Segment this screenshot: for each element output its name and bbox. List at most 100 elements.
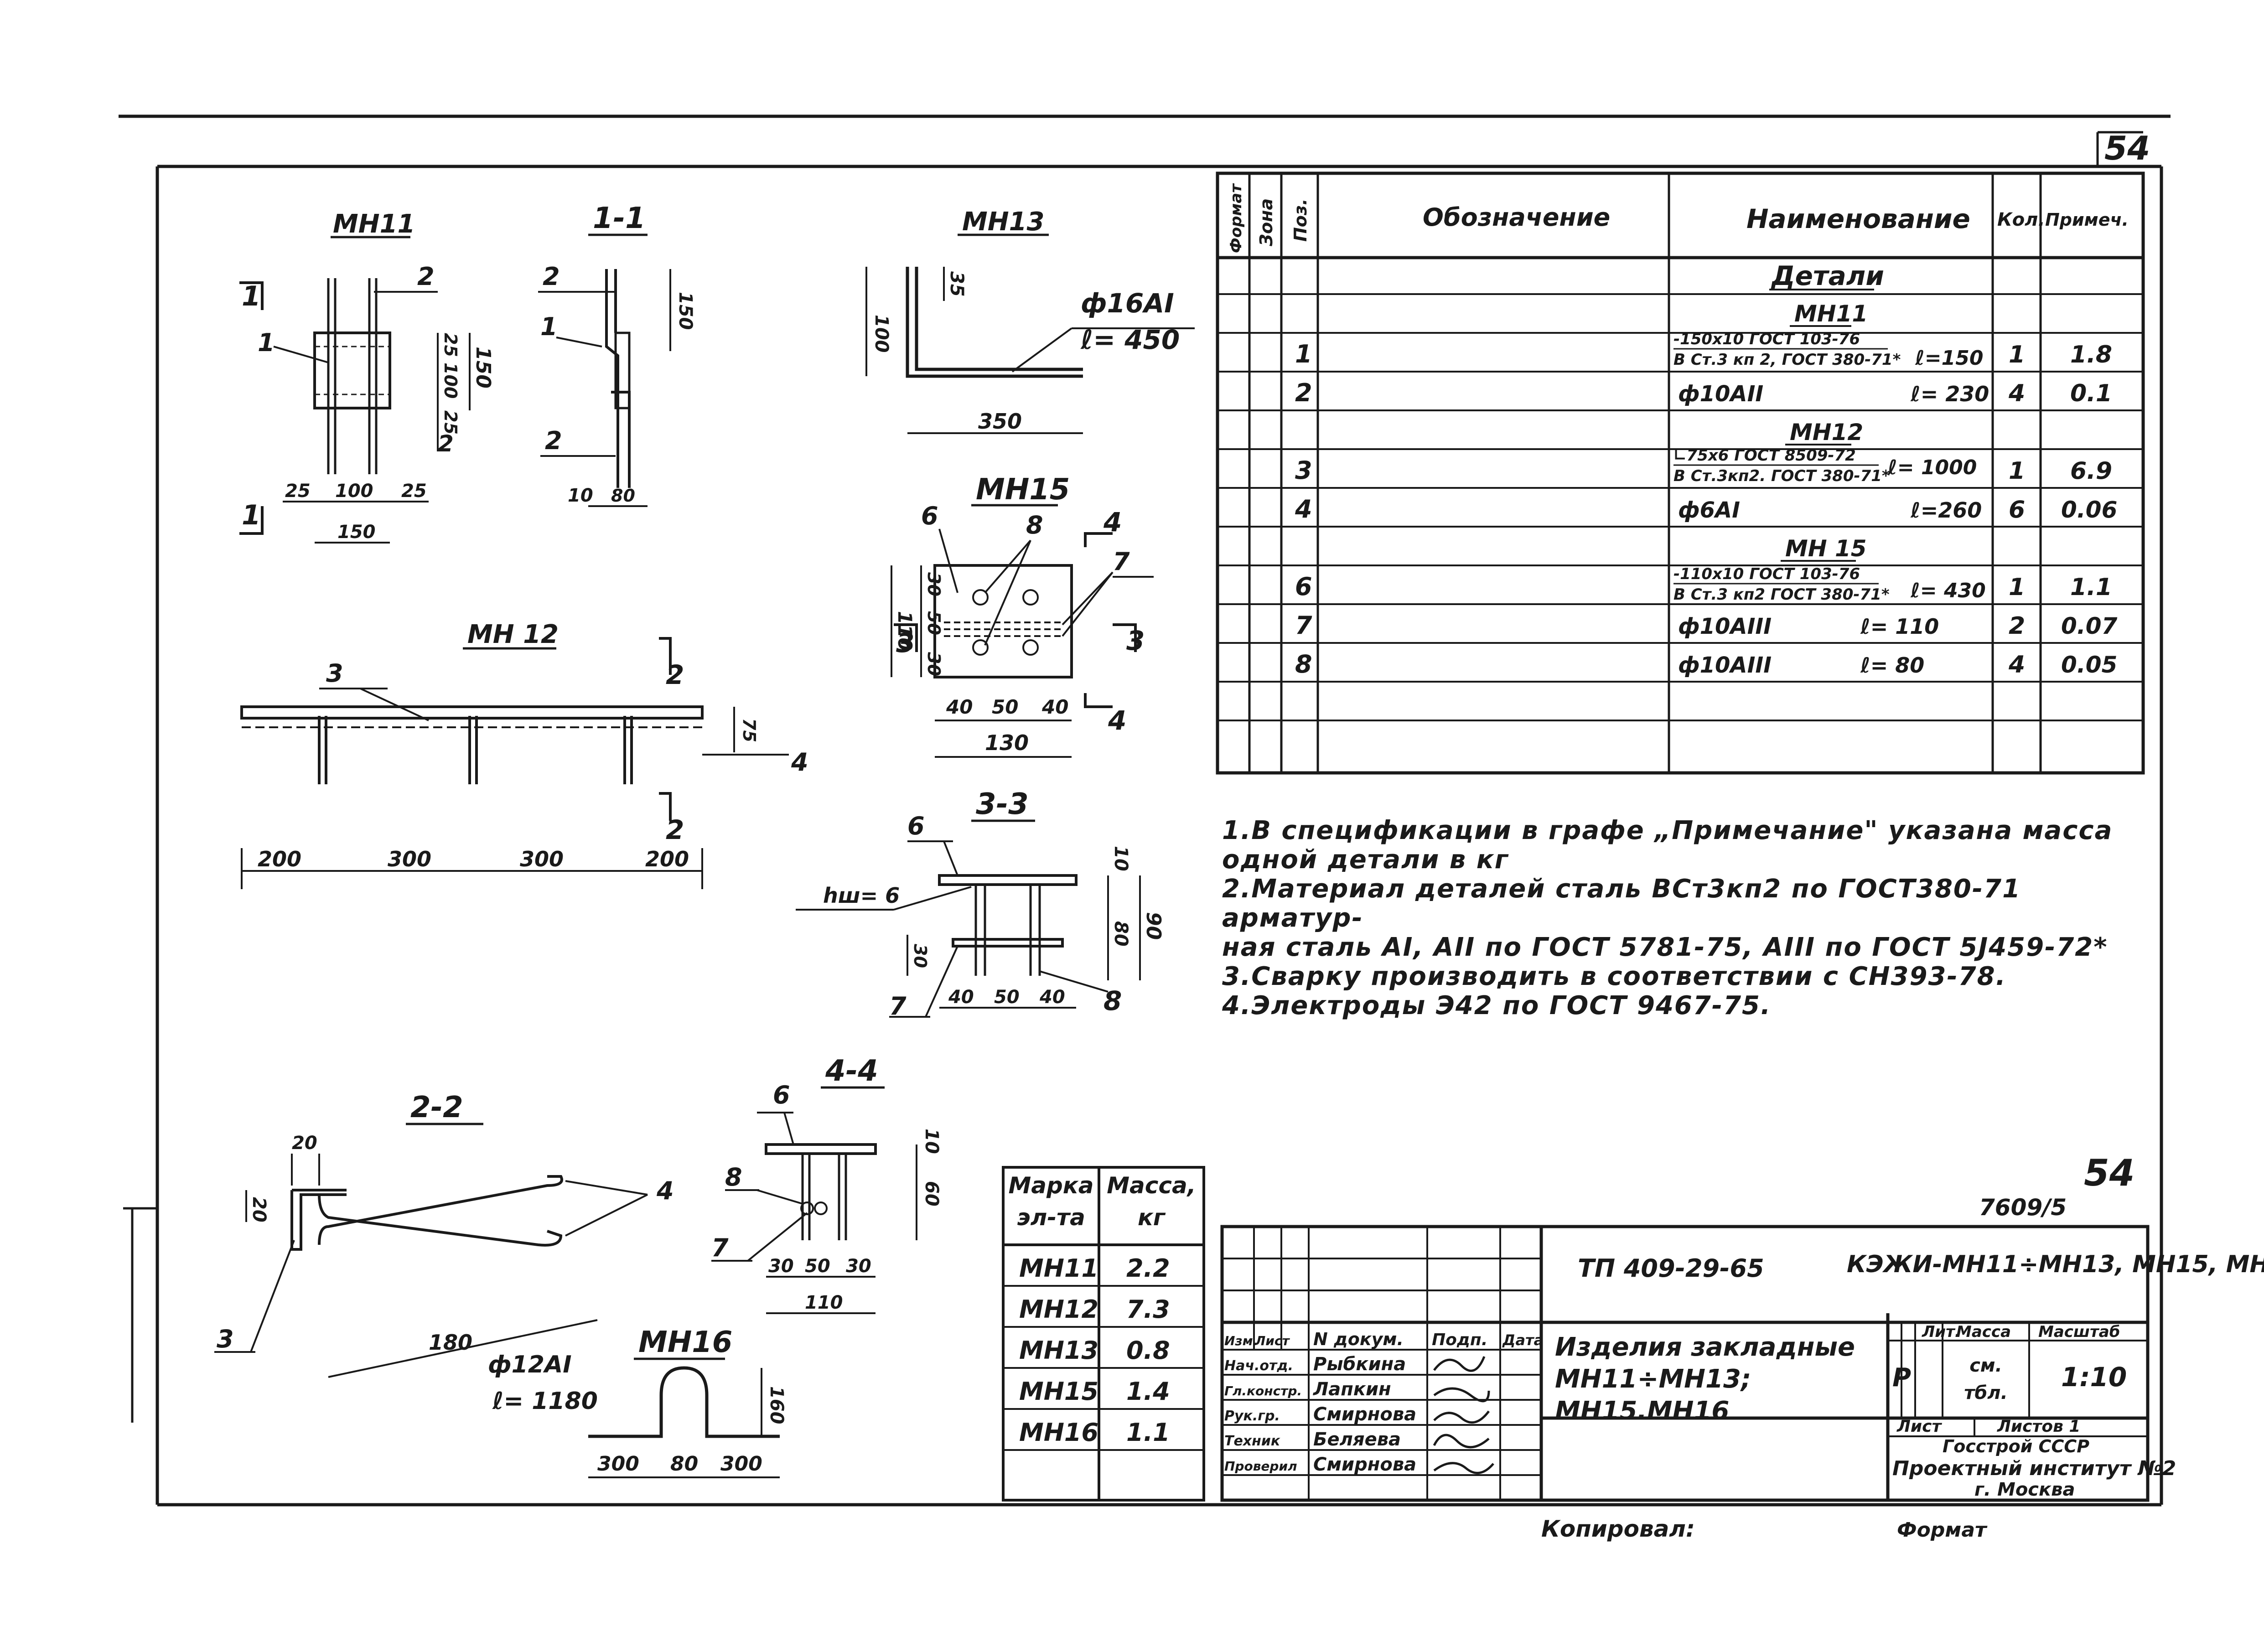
row-name-3-b: В Ст.3кп2. ГОСТ 380-71* (1673, 467, 1890, 485)
group-title-mn12: МН12 (1790, 419, 1863, 445)
view-title-1-1: 1-1 (593, 202, 646, 235)
dim-mn11-150: 150 (337, 522, 376, 543)
view-mn12: МН 12 2 2 3 4 75 200 300 300 200 (240, 620, 808, 889)
col-header-date: Дата (1502, 1331, 1544, 1349)
cut-label-4-bottom: 4 (1108, 705, 1126, 736)
row-note-8: 0.05 (2061, 652, 2117, 678)
org-line-2: Проектный институт №2 (1892, 1457, 2176, 1480)
dim-mn12-300-b: 300 (520, 847, 564, 871)
col-header-name: Наименование (1746, 203, 1970, 234)
person-4: Беляева (1313, 1429, 1401, 1450)
pos-label-8: 8 (1104, 985, 1122, 1016)
pos-label-6: 6 (907, 812, 925, 840)
pos-label-2-bottom: 2 (545, 426, 562, 455)
person-1: Рыбкина (1313, 1354, 1406, 1375)
dim-4-4-30-left: 30 (768, 1256, 794, 1277)
note-line-3: 2.Материал деталей сталь ВСт3кп2 по ГОСТ… (1222, 874, 2021, 933)
sheet-number: 54 (2104, 129, 2150, 167)
note-line-6: 4.Электроды Э42 по ГОСТ 9467-75. (1222, 991, 1772, 1020)
view-title-4-4: 4-4 (825, 1054, 878, 1088)
row-qty-8: 4 (2008, 651, 2025, 678)
mass-row-mark-1: МН11 (1019, 1254, 1098, 1283)
dim-mn12-75: 75 (739, 718, 759, 742)
stage-value: Р (1892, 1363, 1911, 1393)
plate-mn15 (933, 564, 1073, 678)
dim-mn12-300-a: 300 (388, 847, 431, 871)
dim-2-2-20-top: 20 (292, 1133, 317, 1154)
pos-label-2: 2 (417, 262, 435, 291)
mass-row-value-5: 1.1 (1126, 1418, 1170, 1447)
cut-label-2-bottom: 2 (666, 814, 684, 845)
col-header-format: Формат (1227, 183, 1245, 253)
org-line-3: г. Москва (1974, 1479, 2075, 1500)
col-header-zone: Зона (1256, 198, 1276, 247)
note-line-1: 1.В спецификации в графе „Примечание" ук… (1222, 816, 2113, 845)
view-mn15: МН15 6 8 7 4 4 3 3 30 50 30 110 (891, 473, 1154, 758)
view-title-mn12: МН 12 (467, 620, 559, 649)
role-5: Проверил (1224, 1459, 1297, 1474)
row-qty-1: 1 (2009, 341, 2025, 368)
mass-value: см. тбл. (1964, 1355, 2008, 1403)
role-3: Рук.гр. (1224, 1408, 1280, 1424)
dim-3-3-40-left: 40 (948, 987, 974, 1008)
doc-mark: КЭЖИ-МН11÷МН13, МН15, МН16 (1847, 1251, 2264, 1278)
dim-mn15-50: 50 (924, 611, 944, 635)
scale-value: 1:10 (2061, 1362, 2127, 1393)
row-name-2: ф10АII (1678, 381, 1763, 407)
note-line-2: одной детали в кг (1222, 845, 1509, 875)
cut-label-3-right: 3 (1126, 625, 1145, 656)
col-header-pos: Поз. (1290, 199, 1311, 242)
notes-block: 1.В спецификации в графе „Примечание" ук… (1222, 816, 2157, 1020)
rod-2-2-length: ℓ= 1180 (492, 1388, 598, 1415)
view-section-2-2: 2-2 20 20 4 3 180 ф12АI ℓ= 1180 (214, 1091, 674, 1415)
role-4: Техник (1224, 1433, 1280, 1449)
dim-mn13-35: 35 (946, 271, 967, 297)
drawing-title: Изделия закладные МН11÷МН13; МН15,МН16 (1555, 1332, 1855, 1418)
dim-1-1-80: 80 (611, 486, 635, 506)
dim-4-4-50: 50 (805, 1256, 830, 1277)
dim-4-4-110: 110 (805, 1292, 843, 1313)
stage-label: Лит. (1922, 1323, 1961, 1341)
sheet-number-handwritten: 54 (2084, 1152, 2134, 1194)
cut-label-4-top: 4 (1103, 507, 1122, 538)
dim-mn12-200-right: 200 (645, 847, 689, 871)
view-mn16: МН16 300 80 300 160 (588, 1326, 787, 1478)
dim-3-3-50: 50 (994, 987, 1020, 1008)
dim-mn11-100-v: 100 (440, 363, 461, 399)
rod-mn13 (906, 267, 1083, 378)
view-section-1-1: 1-1 2 1 2 150 10 80 (538, 202, 696, 507)
cut-label-1-bottom: 1 (242, 499, 261, 531)
dim-mn12-200-left: 200 (258, 847, 301, 871)
view-section-4-4: 4-4 6 8 7 10 60 30 50 30 110 (711, 1054, 942, 1314)
row-pos-2: 2 (1295, 378, 1312, 407)
row-len-2: ℓ= 230 (1910, 382, 1989, 406)
spec-table: Формат Зона Поз. Обозначение Наименовани… (1216, 171, 2145, 775)
dim-mn16-300-right: 300 (720, 1452, 762, 1476)
row-name-4: ф6АI (1678, 497, 1740, 523)
dim-mn15-130: 130 (985, 730, 1029, 755)
format-label: Формат (1897, 1518, 1988, 1542)
dim-3-3-90: 90 (1142, 912, 1165, 940)
weld-size-label: hш= 6 (823, 883, 900, 908)
plate-mn11 (313, 331, 391, 409)
col-header-sheet: Лист (1254, 1333, 1290, 1348)
col-header-note: Примеч. (2045, 210, 2129, 230)
dim-2-2-20-left: 20 (249, 1197, 269, 1222)
view-mn13: МН13 100 35 ф16АI ℓ= 450 350 (865, 207, 1195, 434)
dim-3-3-80: 80 (1110, 921, 1131, 947)
dim-3-3-30: 30 (910, 944, 930, 968)
rod-mn13-diameter: ф16АI (1081, 288, 1174, 319)
row-len-3: ℓ= 1000 (1887, 456, 1977, 479)
note-line-5: 3.Сварку производить в соответствии с СН… (1222, 962, 2006, 991)
pos-label-7: 7 (711, 1233, 729, 1262)
plate-3-3 (938, 874, 1078, 886)
dim-mn11-25-left: 25 (285, 481, 311, 502)
row-qty-4: 6 (2009, 496, 2025, 523)
dim-4-4-30-right: 30 (846, 1256, 871, 1277)
rod-2-2-diameter: ф12АI (488, 1351, 572, 1378)
row-note-4: 0.06 (2061, 497, 2117, 523)
mass-table-header-mass: Масса, кг (1107, 1172, 1196, 1231)
col-header-designation: Обозначение (1423, 203, 1610, 232)
org-line-1: Госстрой СССР (1943, 1436, 2089, 1456)
dim-mn15-30-bottom: 30 (924, 652, 944, 676)
